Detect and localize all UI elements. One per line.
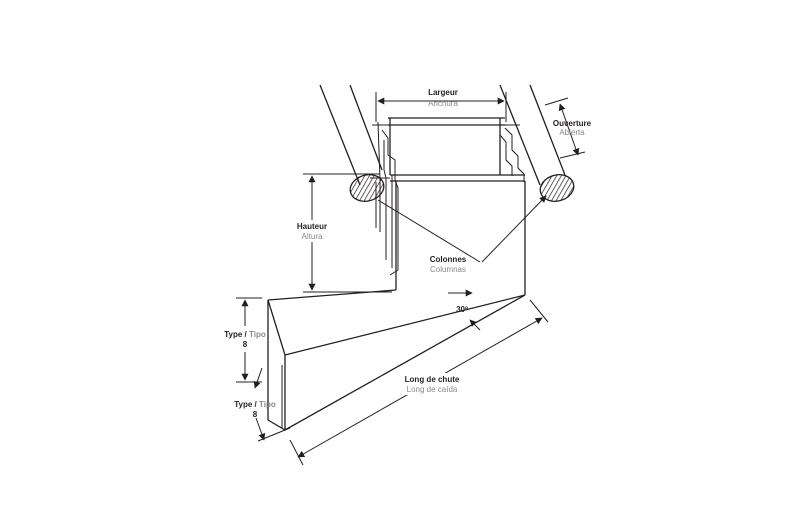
left-accordion [375,121,399,276]
largeur-label: Largeur [428,88,458,97]
colonnes-label: Colonnes [430,255,467,264]
abierta-label: Abierta [559,128,585,137]
long-chute-label: Long de chute [405,375,460,384]
columnas-label: Columnas [430,265,466,274]
type-upper-number: 8 [243,340,248,349]
anchura-label: Anchura [428,99,458,108]
ouverture-dimension [544,97,586,159]
type-upper-label: Type / Tipo [224,330,266,339]
type-lower-number: 8 [253,410,258,419]
long-caida-label: Long de caída [407,385,458,394]
angle-label: 30º [456,305,468,314]
hauteur-label: Hauteur [297,222,327,231]
right-accordion [499,127,525,182]
column-left [349,174,385,202]
altura-label: Altura [302,232,323,241]
colonnes-callout [377,195,547,263]
type-lower-dimension [253,367,291,442]
type-lower-label: Type / Tipo [234,400,276,409]
type-upper-dimension [236,297,262,383]
ouverture-label: Ouverture [553,119,592,128]
left-rail [319,84,383,186]
right-rail [499,84,566,186]
chute-top-section [370,117,525,182]
chute-body [267,181,526,432]
largeur-dimension [375,92,507,122]
column-right [539,174,575,202]
